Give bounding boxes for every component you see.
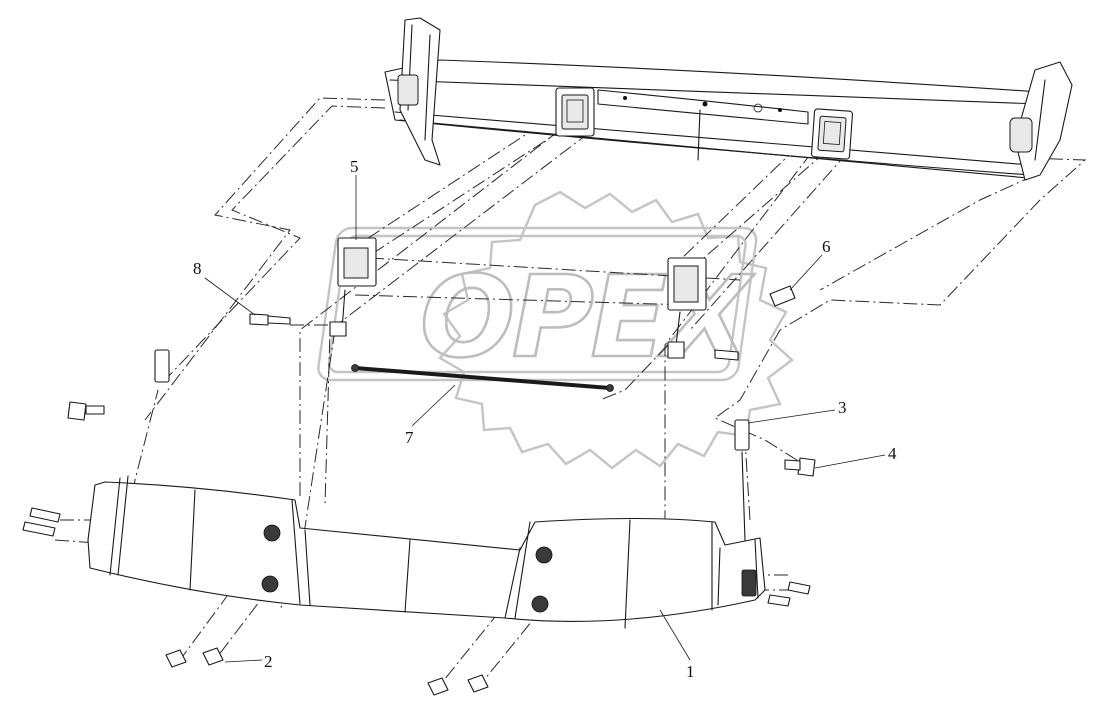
watermark: OPEX — [317, 190, 794, 470]
callouts: 1 2 3 4 5 6 7 8 — [193, 157, 897, 681]
callout-4: 4 — [814, 444, 897, 469]
bracket-right — [667, 257, 707, 359]
callout-label-5: 5 — [350, 157, 359, 176]
callout-label-8: 8 — [193, 259, 202, 278]
bracket-left — [329, 237, 377, 337]
callout-5: 5 — [350, 157, 359, 240]
callout-label-2: 2 — [264, 652, 273, 671]
sun-visor — [87, 475, 766, 629]
mount-hole — [263, 524, 281, 542]
bracket-part-3 — [734, 419, 750, 541]
assembly-lines — [54, 97, 1087, 686]
callout-label-7: 7 — [405, 428, 414, 447]
screws-left-end — [22, 507, 61, 537]
cab-roof-panel — [384, 17, 1073, 181]
bracket-small-left — [154, 349, 170, 383]
callout-8: 8 — [193, 259, 256, 316]
watermark-frame-inner — [327, 234, 747, 374]
mount-hole — [261, 575, 279, 593]
callout-label-3: 3 — [838, 398, 847, 417]
callout-6: 6 — [789, 237, 831, 291]
watermark-gear — [438, 190, 794, 470]
callout-label-6: 6 — [822, 237, 831, 256]
mount-hole — [531, 595, 549, 613]
bolt-left — [67, 401, 105, 421]
mount-hole — [535, 546, 553, 564]
support-rod — [351, 364, 614, 392]
callout-7: 7 — [405, 384, 456, 447]
bolt-part-8 — [249, 313, 291, 326]
callout-1: 1 — [659, 609, 695, 681]
callout-2: 2 — [224, 652, 273, 671]
bolt-part-6 — [769, 285, 796, 307]
bolt-part-4 — [784, 457, 816, 477]
callout-label-1: 1 — [686, 662, 695, 681]
callout-label-4: 4 — [888, 444, 897, 463]
screws-bottom-part-2 — [165, 647, 489, 696]
callout-3: 3 — [747, 398, 847, 424]
screws-right-end — [767, 581, 811, 607]
bolt-near-bracket — [714, 349, 739, 361]
